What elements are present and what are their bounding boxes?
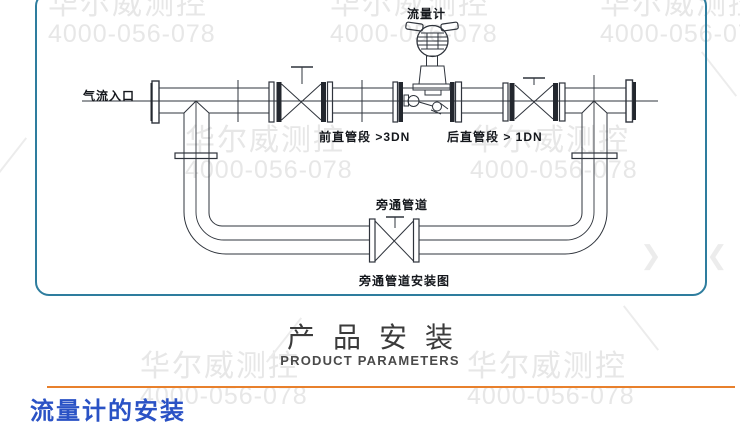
outlet-flange <box>625 79 636 123</box>
flow-meter-internals <box>403 94 449 115</box>
left-tee-riser <box>174 100 227 255</box>
outlet-valve <box>502 77 566 122</box>
next-section-title: 流量计的安装 <box>30 398 186 425</box>
flow-meter <box>392 21 463 123</box>
piping-installation-diagram <box>82 21 658 263</box>
section-title-cn: 产品安装 <box>286 322 471 353</box>
diagram-caption: 旁通管道安装图 <box>359 274 451 288</box>
rear-straight-label: 后直管段 > 1DN <box>447 130 543 144</box>
flow-meter-transmitter <box>405 21 459 96</box>
front-straight-label: 前直管段 >3DN <box>319 130 411 144</box>
section-title-en: PRODUCT PARAMETERS <box>280 353 460 368</box>
bypass-valve <box>368 216 420 263</box>
flow-meter-label: 流量计 <box>407 7 447 21</box>
diagram-frame <box>35 0 707 296</box>
gas-inlet-label: 气流入口 <box>83 89 136 103</box>
orange-divider <box>47 386 735 388</box>
inlet-flange <box>150 80 160 124</box>
bypass-line <box>222 225 569 255</box>
inlet-valve <box>268 66 334 123</box>
bypass-pipe-label: 旁通管道 <box>376 198 429 212</box>
main-pipe-walls <box>159 80 626 122</box>
right-tee-riser <box>564 75 618 255</box>
